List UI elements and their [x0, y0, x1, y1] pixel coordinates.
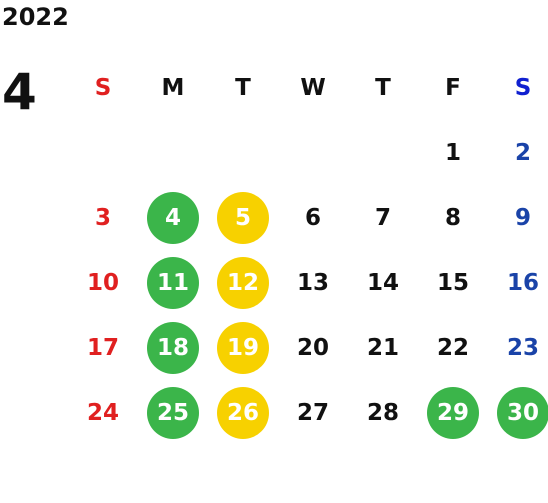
- calendar-day-cell[interactable]: 28: [348, 380, 418, 445]
- calendar-day-number: 7: [374, 204, 391, 231]
- calendar-day-cell[interactable]: 30: [488, 380, 548, 445]
- calendar-day-number: 15: [436, 269, 469, 296]
- calendar-day-cell[interactable]: 22: [418, 315, 488, 380]
- calendar-day-number: 28: [366, 399, 399, 426]
- calendar-day-cell[interactable]: 8: [418, 185, 488, 250]
- calendar-day-marked-yellow: 26: [217, 386, 269, 439]
- calendar-month: 4: [2, 63, 37, 121]
- weekday-label: M: [161, 74, 185, 101]
- calendar-day-cell[interactable]: 11: [138, 250, 208, 315]
- calendar-day-cell[interactable]: 1: [418, 120, 488, 185]
- calendar-day-number: 24: [86, 399, 119, 426]
- calendar-day-number: 6: [304, 204, 321, 231]
- calendar-day-number: 10: [86, 269, 119, 296]
- calendar-day-number: 22: [436, 334, 469, 361]
- calendar-day-cell[interactable]: 26: [208, 380, 278, 445]
- calendar-week-row: 17 18 19 20 21 22 23: [68, 315, 548, 380]
- calendar-day-marked-green: 29: [427, 386, 479, 439]
- calendar-day-marked-green: 4: [147, 191, 199, 244]
- calendar-day-cell[interactable]: 3: [68, 185, 138, 250]
- calendar-day-cell[interactable]: 15: [418, 250, 488, 315]
- calendar-day-number: 20: [296, 334, 329, 361]
- calendar-day-number: 3: [94, 204, 111, 231]
- calendar-day-cell[interactable]: 19: [208, 315, 278, 380]
- calendar-day-marked-yellow: 5: [217, 191, 269, 244]
- calendar-day-number: 23: [506, 334, 539, 361]
- calendar-day-cell[interactable]: 18: [138, 315, 208, 380]
- calendar-day-cell[interactable]: 7: [348, 185, 418, 250]
- calendar-day-marked-yellow: 12: [217, 256, 269, 309]
- calendar-day-marked-green: 18: [147, 321, 199, 374]
- calendar-year: 2022: [2, 3, 69, 31]
- calendar-day-marked-yellow: 19: [217, 321, 269, 374]
- calendar-day-cell[interactable]: 2: [488, 120, 548, 185]
- calendar-day-marked-green: 11: [147, 256, 199, 309]
- calendar-day-cell[interactable]: 17: [68, 315, 138, 380]
- weekday-label: S: [514, 74, 532, 101]
- calendar-week-row: 24 25 26 27 28 29 30: [68, 380, 548, 445]
- calendar-day-cell[interactable]: 10: [68, 250, 138, 315]
- calendar-day-number: 8: [444, 204, 461, 231]
- calendar-week-row: 10 11 12 13 14 15 16: [68, 250, 548, 315]
- calendar-day-cell[interactable]: 4: [138, 185, 208, 250]
- calendar-day-number: 2: [514, 139, 531, 166]
- calendar-day-cell[interactable]: 27: [278, 380, 348, 445]
- calendar-day-number: 17: [86, 334, 119, 361]
- calendar-day-cell[interactable]: 9: [488, 185, 548, 250]
- calendar-day-number: 21: [366, 334, 399, 361]
- weekday-label: T: [375, 74, 391, 101]
- calendar-day-cell[interactable]: 6: [278, 185, 348, 250]
- calendar-day-cell[interactable]: 20: [278, 315, 348, 380]
- calendar-day-number: 1: [444, 139, 461, 166]
- calendar-day-cell[interactable]: 13: [278, 250, 348, 315]
- calendar-day-number: 27: [296, 399, 329, 426]
- calendar-day-cell[interactable]: 29: [418, 380, 488, 445]
- calendar-day-cell[interactable]: 5: [208, 185, 278, 250]
- calendar-day-marked-green: 30: [497, 386, 548, 439]
- calendar-day-cell[interactable]: 14: [348, 250, 418, 315]
- calendar-day-number: 14: [366, 269, 399, 296]
- calendar-day-number: 9: [514, 204, 531, 231]
- calendar-day-number: 16: [506, 269, 539, 296]
- calendar-day-cell[interactable]: 16: [488, 250, 548, 315]
- calendar-day-marked-green: 25: [147, 386, 199, 439]
- calendar-day-number: 13: [296, 269, 329, 296]
- calendar-day-cell[interactable]: 24: [68, 380, 138, 445]
- calendar-day-cell[interactable]: 25: [138, 380, 208, 445]
- weekday-label: F: [445, 74, 461, 101]
- calendar-day-cell[interactable]: 12: [208, 250, 278, 315]
- calendar-day-cell[interactable]: 21: [348, 315, 418, 380]
- calendar-day-cell[interactable]: 23: [488, 315, 548, 380]
- weekday-label: W: [300, 74, 326, 101]
- weekday-label: T: [235, 74, 251, 101]
- weekday-label: S: [94, 74, 112, 101]
